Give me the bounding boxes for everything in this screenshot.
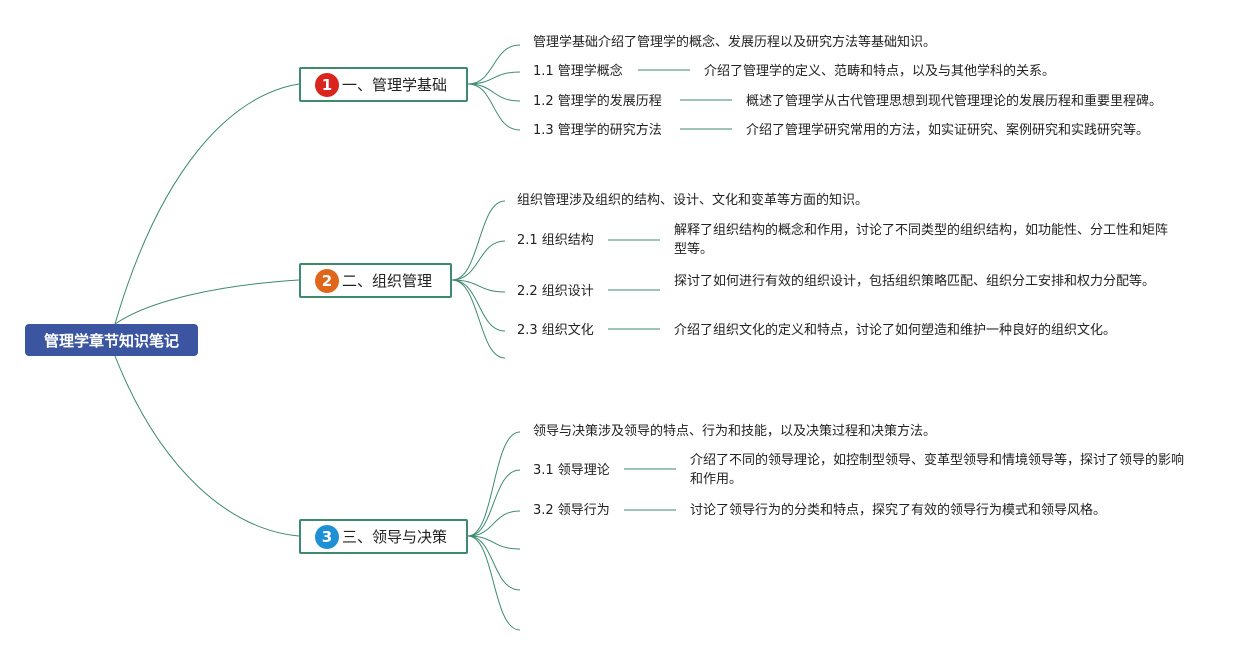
branch-node-2[interactable]: 2 二、组织管理: [299, 263, 452, 298]
topic-3-2-desc: 讨论了领导行为的分类和特点，探究了有效的领导行为模式和领导风格。: [690, 503, 1107, 518]
topic-1-2-title: 1.2 管理学的发展历程: [533, 94, 662, 109]
topic-1-2-desc: 概述了管理学从古代管理思想到现代管理理论的发展历程和重要里程碑。: [746, 94, 1163, 109]
connector-b2-t2: [451, 279, 506, 293]
root-node[interactable]: 管理学章节知识笔记: [25, 324, 198, 356]
root-label: 管理学章节知识笔记: [43, 331, 179, 350]
topic-1-1-desc: 介绍了管理学的定义、范畴和特点，以及与其他学科的关系。: [704, 64, 1056, 79]
topic-2-3-title: 2.3 组织文化: [517, 323, 594, 338]
connector-b2-summary: [451, 200, 506, 281]
topic-2-1-desc: 解释了组织结构的概念和作用，讨论了不同类型的组织结构，如功能性、分工性和矩阵型等…: [674, 223, 1169, 257]
connector-b1-t1: [467, 71, 521, 85]
connector-b1-summary: [467, 44, 521, 85]
topic-3-1-title: 3.1 领导理论: [533, 463, 610, 478]
branch-2-summary: 组织管理涉及组织的结构、设计、文化和变革等方面的知识。: [517, 193, 869, 208]
connector-b3-summary: [467, 431, 521, 537]
branch-label: 三、领导与决策: [342, 528, 448, 546]
topic-3-1-desc: 介绍了不同的领导理论，如控制型领导、变革型领导和情境领导等，探讨了领导的影响和作…: [690, 453, 1185, 487]
topic-1-3-desc: 介绍了管理学研究常用的方法，如实证研究、案例研究和实践研究等。: [746, 123, 1150, 138]
branch-label: 一、管理学基础: [342, 76, 448, 94]
connector-root-branch-3: [114, 355, 300, 537]
connector-b2-empty: [451, 279, 506, 359]
connector-b1-t3: [467, 83, 521, 131]
topic-3-2-title: 3.2 领导行为: [533, 503, 610, 518]
connector-b3-t1: [467, 469, 521, 537]
number-2-icon: 2: [315, 268, 339, 293]
topic-2-2-title: 2.2 组织设计: [517, 284, 594, 299]
connector-root-branch-1: [114, 83, 300, 325]
connector-b1-t2: [467, 83, 521, 102]
topic-2-2-desc: 探讨了如何进行有效的组织设计，包括组织策略匹配、组织分工安排和权力分配等。: [674, 274, 1156, 289]
branch-label: 二、组织管理: [342, 272, 433, 290]
topic-1-3-title: 1.3 管理学的研究方法: [533, 123, 662, 138]
connector-b2-t3: [451, 279, 506, 332]
connector-b3-empty-2: [467, 535, 521, 591]
branch-3-summary: 领导与决策涉及领导的特点、行为和技能，以及决策过程和决策方法。: [533, 424, 937, 439]
topic-2-1-title: 2.1 组织结构: [517, 233, 594, 248]
number-1-icon: 1: [315, 72, 339, 97]
topic-2-3-desc: 介绍了组织文化的定义和特点，讨论了如何塑造和维护一种良好的组织文化。: [674, 323, 1117, 338]
connector-b3-empty-3: [467, 535, 521, 631]
number-3-icon: 3: [315, 524, 339, 549]
connector-b3-t2: [467, 510, 521, 537]
connector-root-branch-2: [114, 279, 300, 325]
connector-b3-empty-1: [467, 535, 521, 550]
branch-1-summary: 管理学基础介绍了管理学的概念、发展历程以及研究方法等基础知识。: [533, 35, 937, 50]
connector-b2-t1: [451, 240, 506, 281]
branch-node-1[interactable]: 1 一、管理学基础: [299, 67, 468, 102]
topic-1-1-title: 1.1 管理学概念: [533, 64, 623, 79]
branch-node-3[interactable]: 3 三、领导与决策: [299, 519, 468, 554]
